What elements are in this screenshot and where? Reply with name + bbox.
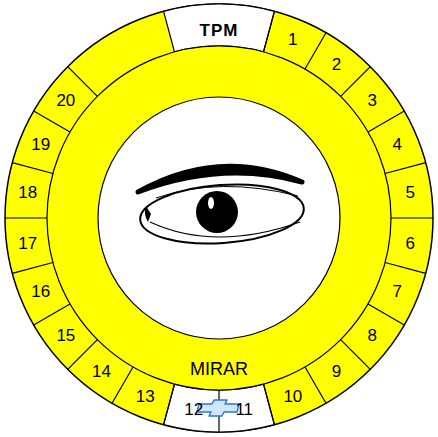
eye-highlight xyxy=(208,197,214,209)
segment-number: 2 xyxy=(332,56,341,73)
segment-divider xyxy=(264,11,275,52)
segment-divider xyxy=(12,263,53,274)
segment-divider xyxy=(305,367,326,403)
segment-number: 20 xyxy=(56,92,75,109)
segment-number: 4 xyxy=(393,136,402,153)
segment-dividers xyxy=(5,11,433,432)
segment-number: 18 xyxy=(18,184,37,201)
segment-number: 5 xyxy=(406,184,415,201)
segment-divider xyxy=(305,33,326,69)
segment-number: 12 xyxy=(184,401,203,418)
segment-number: 9 xyxy=(332,363,341,380)
segment-number: 19 xyxy=(31,136,50,153)
segment-divider xyxy=(341,340,371,370)
segment-number: 14 xyxy=(92,363,111,380)
dial-heading: TPM xyxy=(200,22,239,39)
segment-divider xyxy=(12,163,53,174)
segment-number: 17 xyxy=(18,235,37,252)
segment-divider xyxy=(385,263,426,274)
segment-divider xyxy=(385,163,426,174)
eyebrow xyxy=(138,166,302,192)
eye-iris xyxy=(196,191,238,233)
segment-divider xyxy=(34,304,70,325)
inner-band xyxy=(47,46,391,390)
segment-divider xyxy=(34,111,70,132)
top-segment xyxy=(164,4,275,52)
bottom-segment xyxy=(164,384,275,432)
segment-divider xyxy=(368,304,404,325)
segment-number: 16 xyxy=(31,283,50,300)
eye-outline xyxy=(138,179,306,248)
segment-divider xyxy=(112,367,133,403)
segment-number: 10 xyxy=(283,388,302,405)
segment-number: 8 xyxy=(367,327,376,344)
segment-number: 6 xyxy=(406,235,415,252)
segment-divider xyxy=(368,111,404,132)
outer-ring xyxy=(5,4,433,432)
action-label: MIRAR xyxy=(190,360,248,378)
bowtie-logo xyxy=(197,400,239,416)
segment-divider xyxy=(341,67,371,97)
segment-number: 1 xyxy=(288,31,297,48)
segment-divider xyxy=(391,217,433,218)
segment-number: 3 xyxy=(367,92,376,109)
segment-divider xyxy=(264,384,275,425)
segment-number: 13 xyxy=(136,388,155,405)
segment-number: 11 xyxy=(235,401,253,418)
segment-number: 15 xyxy=(56,327,75,344)
center-disc xyxy=(98,97,340,339)
eye-corner xyxy=(145,206,151,222)
segment-divider xyxy=(5,217,47,218)
segment-divider xyxy=(164,384,175,425)
segment-number: 7 xyxy=(393,283,402,300)
